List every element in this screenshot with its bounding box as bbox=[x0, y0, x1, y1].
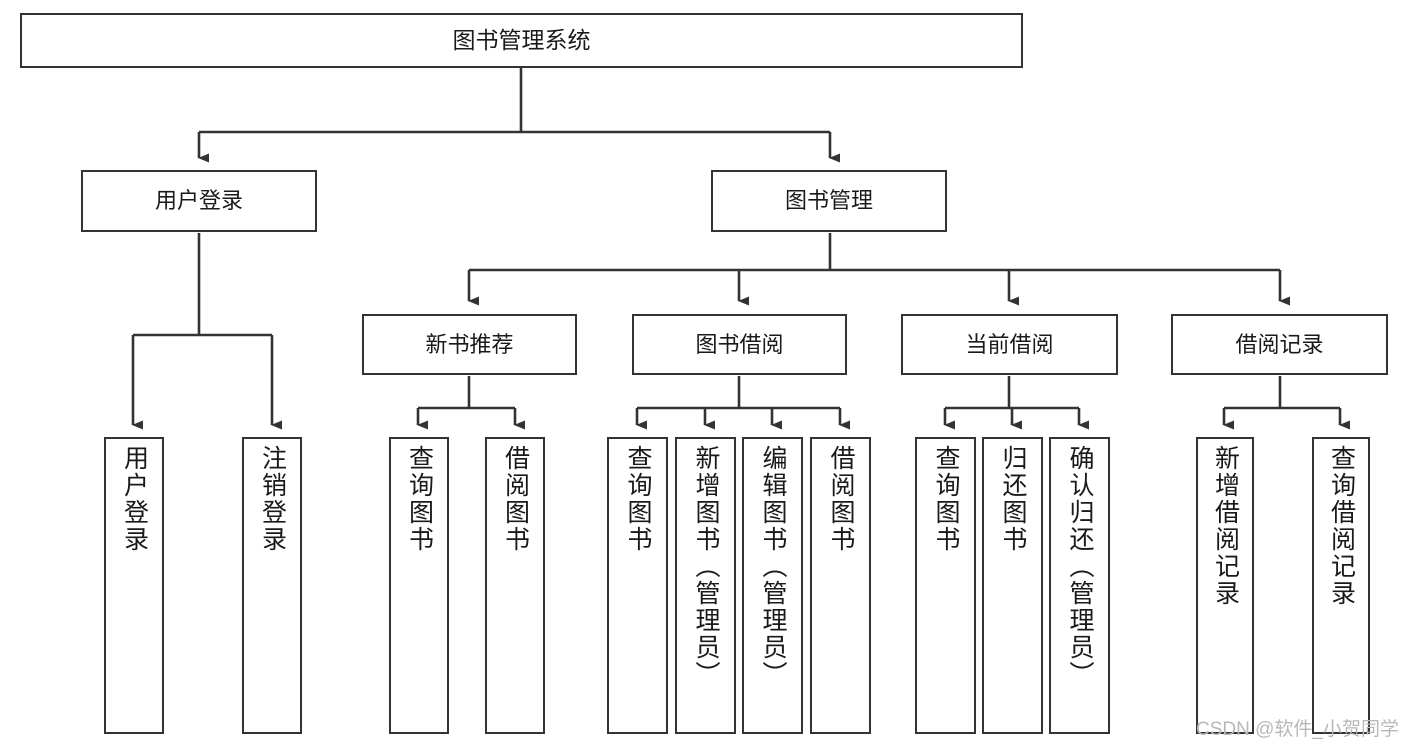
leaf-nb-query-book-label: 查询图书 bbox=[405, 445, 434, 553]
node-book-borrow[interactable]: 图书借阅 bbox=[632, 314, 847, 375]
leaf-logout-label: 注销登录 bbox=[258, 445, 287, 553]
node-book-borrow-label: 图书借阅 bbox=[695, 331, 784, 357]
leaf-bb-query-book[interactable]: 查询图书 bbox=[607, 437, 668, 734]
node-user-login[interactable]: 用户登录 bbox=[81, 170, 317, 232]
leaf-cb-query-book-label: 查询图书 bbox=[932, 445, 960, 553]
node-root[interactable]: 图书管理系统 bbox=[20, 13, 1023, 68]
node-new-book-recommend-label: 新书推荐 bbox=[425, 331, 514, 357]
leaf-cb-confirm-return-label: 确认归还（管理员） bbox=[1066, 445, 1094, 688]
leaf-cb-query-book[interactable]: 查询图书 bbox=[915, 437, 976, 734]
leaf-user-login-label: 用户登录 bbox=[120, 445, 149, 553]
leaf-nb-borrow-book-label: 借阅图书 bbox=[501, 445, 530, 553]
leaf-user-login[interactable]: 用户登录 bbox=[104, 437, 164, 734]
leaf-cb-return-book-label: 归还图书 bbox=[999, 445, 1027, 553]
node-new-book-recommend[interactable]: 新书推荐 bbox=[362, 314, 577, 375]
leaf-br-add-record[interactable]: 新增借阅记录 bbox=[1196, 437, 1254, 734]
leaf-cb-confirm-return[interactable]: 确认归还（管理员） bbox=[1049, 437, 1110, 734]
leaf-br-query-record[interactable]: 查询借阅记录 bbox=[1312, 437, 1370, 734]
leaf-bb-add-book-label: 新增图书（管理员） bbox=[692, 445, 720, 688]
node-current-borrow-label: 当前借阅 bbox=[965, 331, 1054, 357]
csdn-watermark: CSDN @软件_小贺同学 bbox=[1196, 719, 1399, 740]
node-book-management-label: 图书管理 bbox=[784, 188, 873, 214]
node-borrow-record-label: 借阅记录 bbox=[1235, 331, 1324, 357]
node-user-login-label: 用户登录 bbox=[154, 188, 243, 214]
leaf-bb-edit-book[interactable]: 编辑图书（管理员） bbox=[742, 437, 803, 734]
leaf-bb-borrow-book[interactable]: 借阅图书 bbox=[810, 437, 871, 734]
leaf-nb-query-book[interactable]: 查询图书 bbox=[389, 437, 449, 734]
leaf-bb-add-book[interactable]: 新增图书（管理员） bbox=[675, 437, 736, 734]
leaf-bb-edit-book-label: 编辑图书（管理员） bbox=[759, 445, 787, 688]
leaf-nb-borrow-book[interactable]: 借阅图书 bbox=[485, 437, 545, 734]
leaf-br-add-record-label: 新增借阅记录 bbox=[1211, 445, 1240, 607]
node-current-borrow[interactable]: 当前借阅 bbox=[901, 314, 1118, 375]
node-root-label: 图书管理系统 bbox=[452, 26, 591, 53]
node-book-management[interactable]: 图书管理 bbox=[711, 170, 947, 232]
leaf-bb-query-book-label: 查询图书 bbox=[624, 445, 652, 553]
leaf-logout[interactable]: 注销登录 bbox=[242, 437, 302, 734]
leaf-bb-borrow-book-label: 借阅图书 bbox=[827, 445, 855, 553]
leaf-br-query-record-label: 查询借阅记录 bbox=[1327, 445, 1356, 607]
leaf-cb-return-book[interactable]: 归还图书 bbox=[982, 437, 1043, 734]
node-borrow-record[interactable]: 借阅记录 bbox=[1171, 314, 1388, 375]
